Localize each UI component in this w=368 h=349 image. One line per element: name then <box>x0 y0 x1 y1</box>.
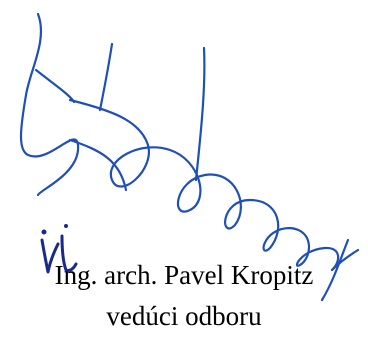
signer-position: vedúci odboru <box>106 301 262 331</box>
signer-name: Ing. arch. Pavel Kropitz <box>54 260 314 290</box>
